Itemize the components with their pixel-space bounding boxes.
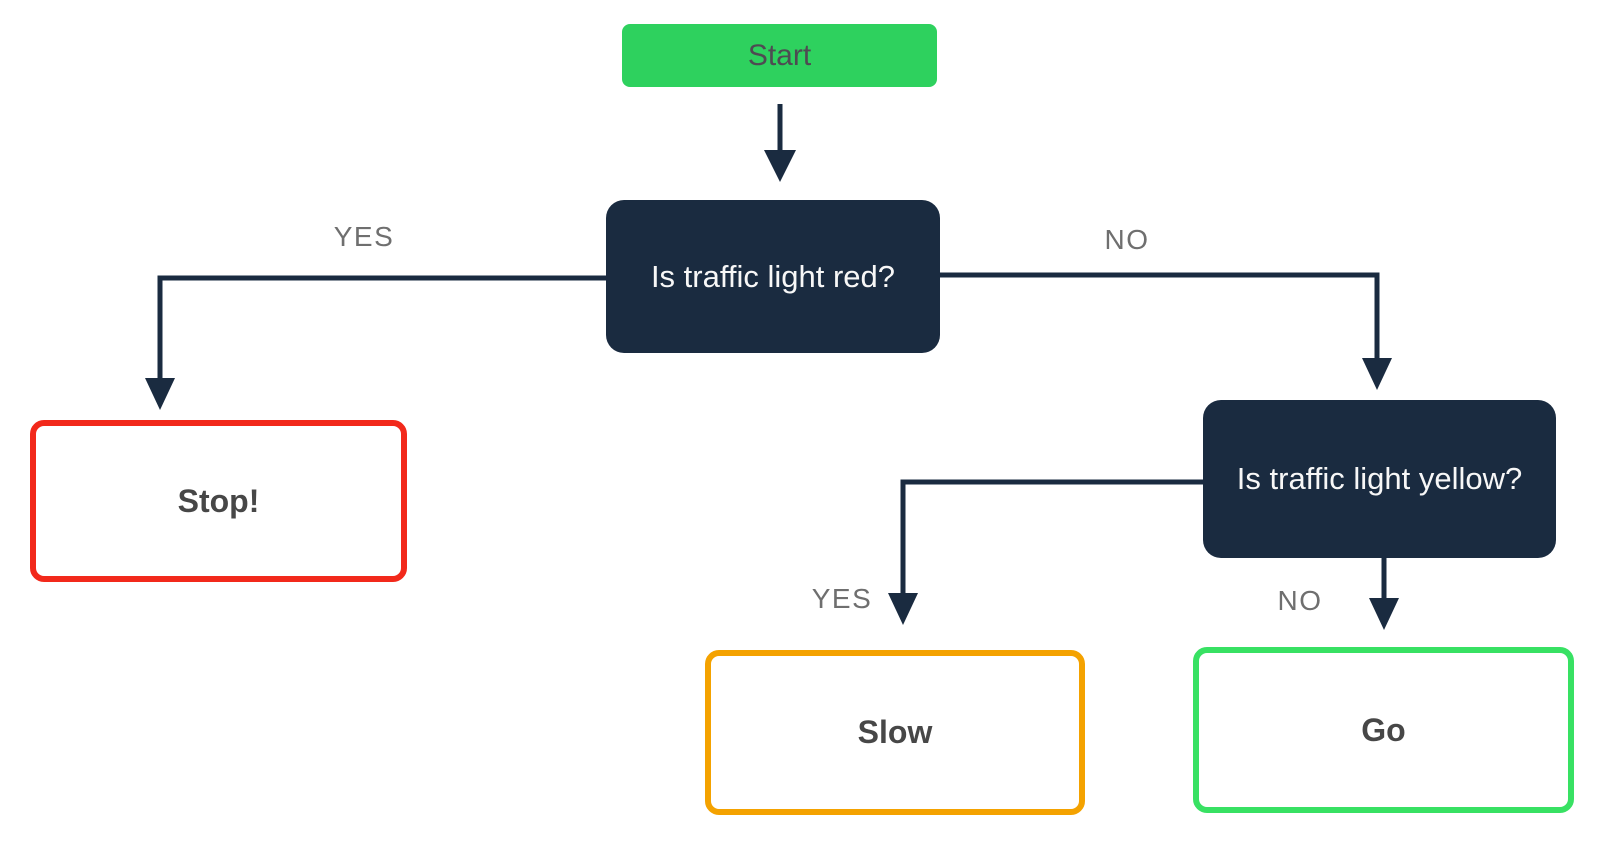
node-question-red-label: Is traffic light red? bbox=[650, 258, 896, 294]
node-question-yellow: Is traffic light yellow? bbox=[1203, 400, 1556, 558]
node-go: Go bbox=[1193, 647, 1574, 813]
edge-red-question-no-to-yellow-question bbox=[940, 272, 1392, 390]
arrowhead-icon bbox=[1362, 358, 1392, 390]
edge-red-question-yes-to-stop bbox=[145, 275, 606, 410]
edge-yellow-question-yes-to-slow bbox=[888, 479, 1203, 625]
node-question-yellow-label: Is traffic light yellow? bbox=[1236, 461, 1523, 496]
node-slow-label: Slow bbox=[857, 714, 933, 750]
node-question-red: Is traffic light red? bbox=[606, 200, 940, 353]
node-slow: Slow bbox=[705, 650, 1085, 815]
node-stop-label: Stop! bbox=[177, 482, 260, 519]
arrowhead-icon bbox=[145, 378, 175, 410]
arrowhead-icon bbox=[888, 593, 918, 625]
node-start: Start bbox=[622, 24, 937, 87]
node-stop: Stop! bbox=[30, 420, 407, 582]
edge-line bbox=[157, 275, 606, 380]
edge-label-yellow-yes: YES bbox=[811, 583, 873, 614]
edge-start-to-red-question bbox=[764, 104, 796, 182]
arrowhead-icon bbox=[764, 150, 796, 182]
edge-yellow-question-no-to-go bbox=[1369, 558, 1399, 630]
edge-line bbox=[940, 272, 1380, 360]
arrowhead-icon bbox=[1369, 598, 1399, 630]
edge-line bbox=[900, 479, 1203, 595]
node-go-label: Go bbox=[1361, 711, 1406, 748]
node-start-label: Start bbox=[747, 38, 812, 72]
edge-label-yellow-no: NO bbox=[1277, 585, 1323, 616]
edge-label-red-yes: YES bbox=[333, 221, 395, 252]
edge-label-red-no: NO bbox=[1104, 224, 1150, 255]
